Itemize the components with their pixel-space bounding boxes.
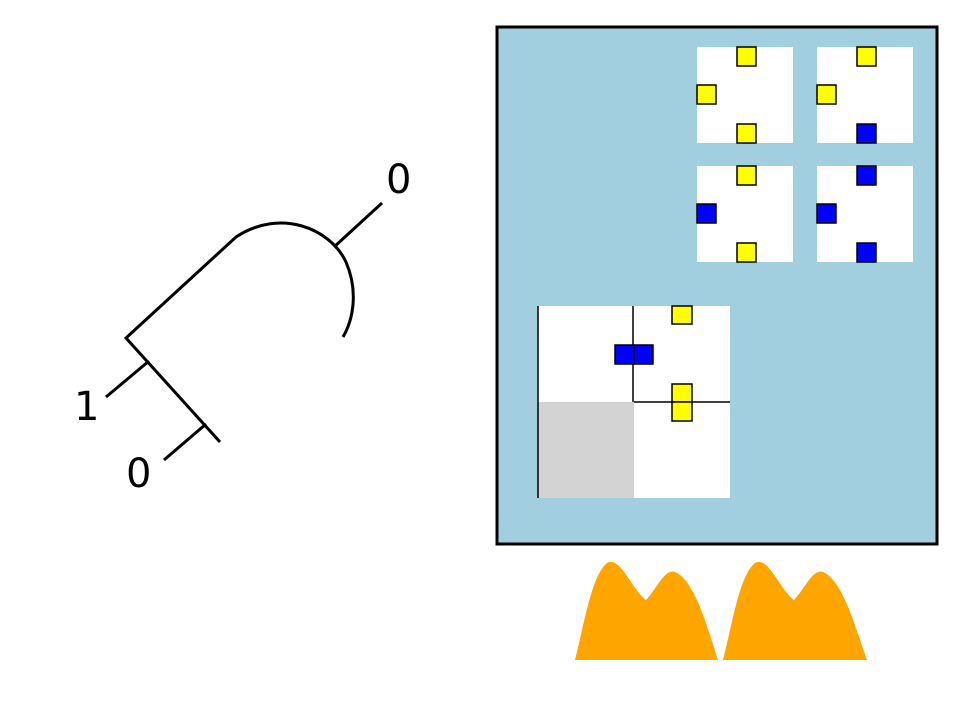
assembly-grid [537,305,730,498]
tile-1-top-glue [736,46,757,67]
tile-4 [816,165,913,263]
assembly-glue-blue-left [614,344,635,365]
gate-output-wire [332,201,384,249]
gate-input-a-wire [105,359,150,399]
tile-2 [816,46,913,144]
gate-body [123,221,355,444]
tile-3-left-glue [696,203,717,224]
gate-input-a-value: 1 [74,384,99,430]
flames [575,561,867,660]
assembly-glue-top-right [671,305,693,325]
cell-bottom-left [538,402,634,498]
tile-1 [696,46,793,144]
assembly-glue-blue-right [633,344,654,365]
tile-3-bottom-glue [736,242,757,263]
tile-set [696,46,913,263]
tile-3-top-glue [736,165,757,186]
tile-1-left-glue [696,84,717,105]
tile-4-bottom-glue [856,242,877,263]
flame-left [575,561,718,660]
tile-4-left-glue [816,203,837,224]
logic-gate: 0 1 0 [74,157,411,497]
assembly-glue-middle-upper [671,383,693,403]
gate-input-b-wire [163,422,207,462]
tile-3 [696,165,793,263]
tile-2-top-glue [856,46,877,67]
gate-output-value: 0 [386,157,411,203]
tile-2-bottom-glue [856,123,877,144]
tile-2-left-glue [816,84,837,105]
assembly-glue-middle-lower [671,401,693,422]
gate-input-b-value: 0 [126,451,151,497]
flame-right [723,561,867,660]
tile-1-bottom-glue [736,123,757,144]
tile-4-top-glue [856,165,877,186]
